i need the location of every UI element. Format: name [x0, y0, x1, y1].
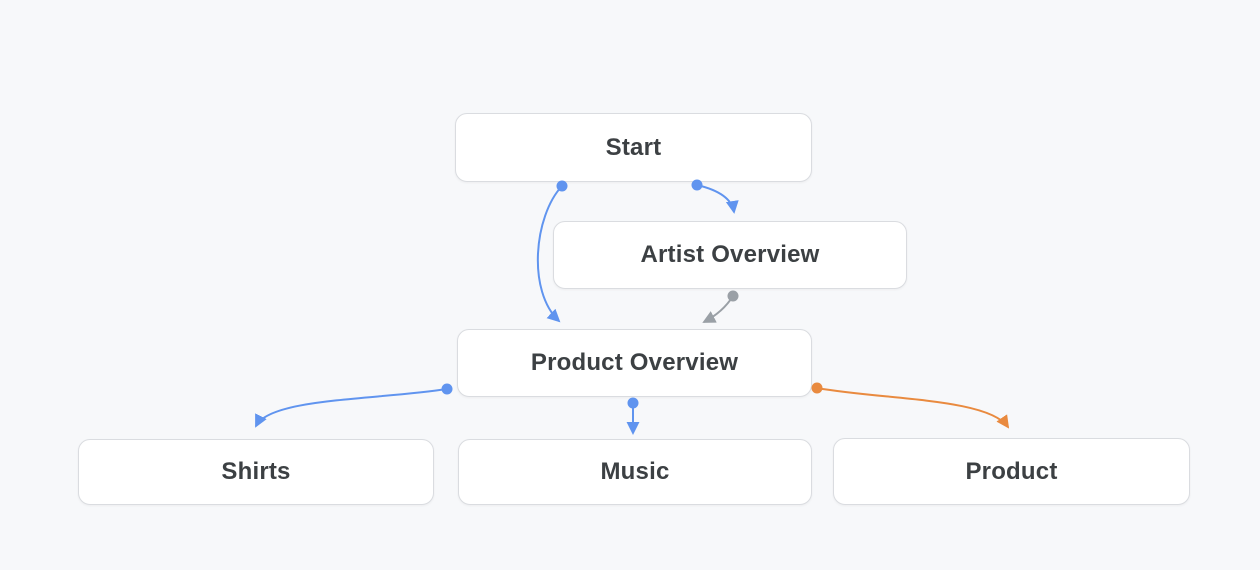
- edge-source-dot[interactable]: [441, 383, 453, 395]
- node-music[interactable]: Music: [458, 439, 812, 505]
- edge-source-dot[interactable]: [556, 180, 568, 192]
- node-start[interactable]: Start: [455, 113, 812, 182]
- node-label-product-overview: Product Overview: [530, 349, 739, 376]
- edge-product-overview-to-music[interactable]: [626, 397, 640, 435]
- node-artist-overview[interactable]: Artist Overview: [553, 221, 907, 289]
- node-label-artist-overview: Artist Overview: [640, 241, 820, 268]
- edge-source-dot[interactable]: [691, 179, 703, 191]
- edge-source-dot[interactable]: [727, 290, 739, 302]
- edge-product-overview-to-product[interactable]: [811, 382, 1010, 429]
- node-shirts[interactable]: Shirts: [78, 439, 434, 505]
- edge-source-dot[interactable]: [627, 397, 639, 409]
- node-label-shirts: Shirts: [221, 458, 291, 485]
- node-product-overview[interactable]: Product Overview: [457, 329, 812, 397]
- edge-start-to-artist-overview[interactable]: [691, 179, 739, 214]
- edge-artist-overview-to-product-overview[interactable]: [702, 290, 739, 323]
- edge-product-overview-to-shirts[interactable]: [255, 383, 453, 428]
- node-product[interactable]: Product: [833, 438, 1190, 505]
- node-label-product: Product: [965, 457, 1058, 485]
- edge-source-dot[interactable]: [811, 382, 823, 394]
- node-label-music: Music: [600, 458, 670, 485]
- node-label-start: Start: [605, 133, 662, 161]
- edge-start-to-product-overview[interactable]: [536, 180, 568, 323]
